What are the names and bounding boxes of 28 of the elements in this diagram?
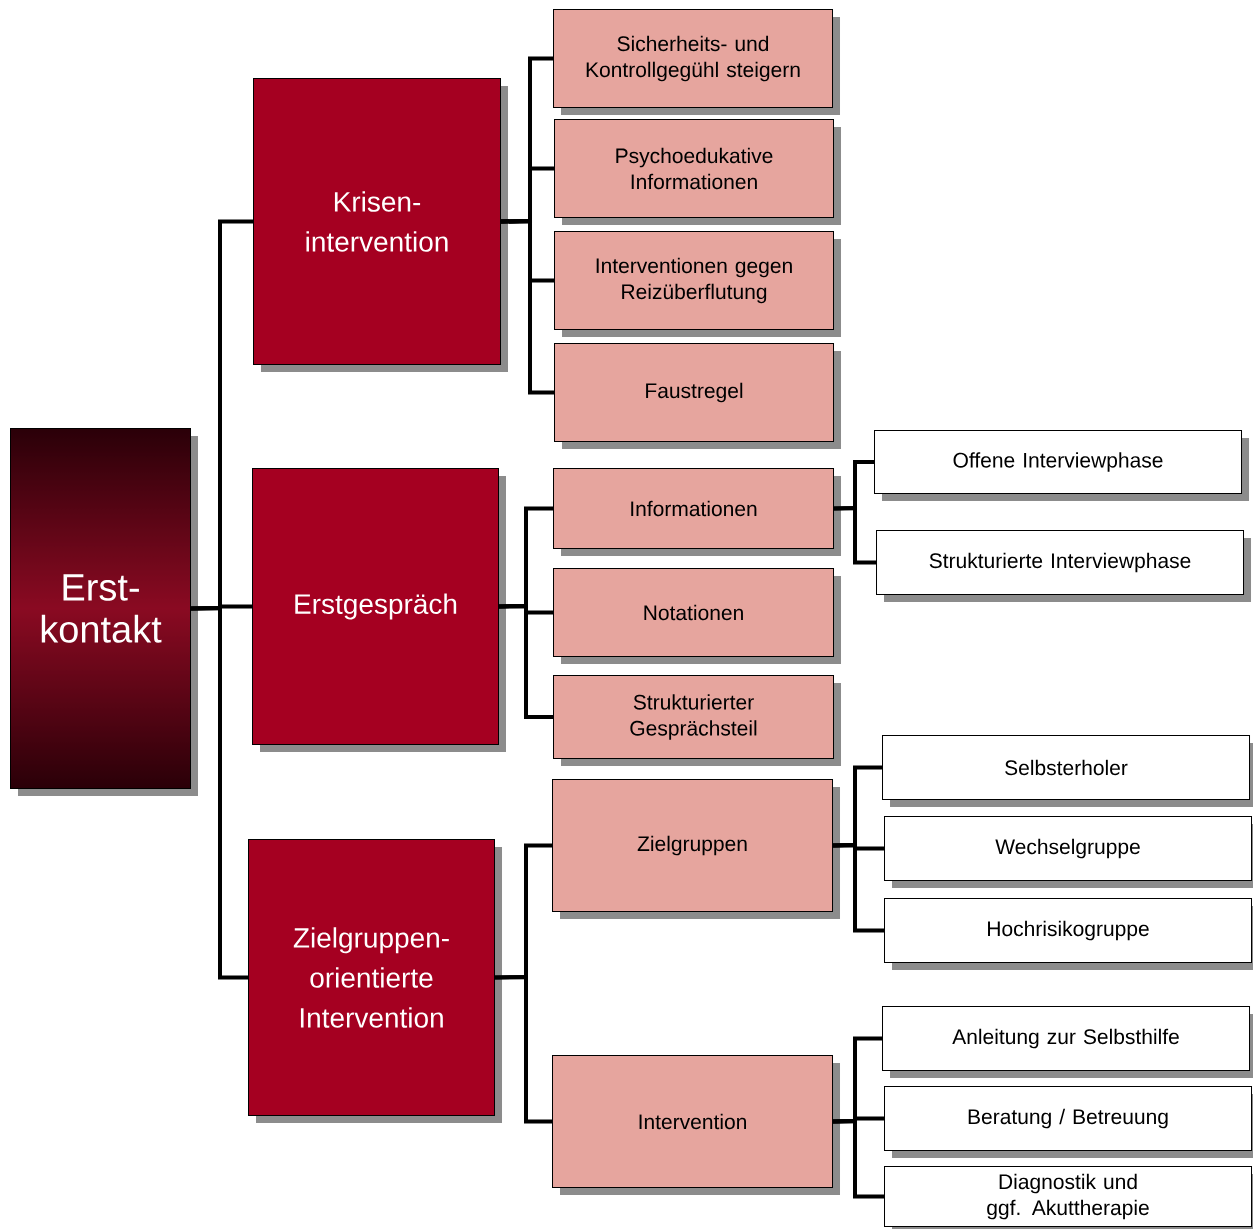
connector [190,605,248,980]
connector [833,505,876,565]
topic-box: Intervention [552,1055,840,1195]
detail-box: Strukturierte Interviewphase [876,530,1251,602]
connector [498,603,553,719]
category-box: Zielgruppen- orientierte Intervention [248,839,502,1123]
topic-box: Faustregel [554,343,841,449]
connector [832,842,884,933]
detail-box: Hochrisikogruppe [884,898,1253,970]
detail-box: Selbsterholer [882,735,1253,807]
connector [495,974,552,1124]
detail-box: Beratung / Betreuung [884,1086,1253,1158]
topic-box: Psychoedukative Informationen [554,119,841,225]
topic-box: Zielgruppen [552,779,840,919]
topic-box: Notationen [553,568,841,664]
connector [832,1118,884,1199]
detail-box: Wechselgruppe [884,816,1253,888]
category-box: Krisen- intervention [253,78,508,372]
detail-box: Anleitung zur Selbsthilfe [882,1006,1253,1078]
topic-box: Interventionen gegen Reizüberflutung [554,231,841,337]
category-box: Erstgespräch [252,468,506,752]
topic-box: Informationen [553,468,841,556]
topic-box: Strukturierter Gesprächsteil [553,675,841,766]
topic-box: Sicherheits- und Kontrollgegühl steigern [553,9,840,115]
root-box: Erst- kontakt [10,428,198,796]
connector [500,218,554,395]
detail-box: Offene Interviewphase [874,430,1249,501]
detail-box: Diagnostik und ggf. Akuttherapie [884,1166,1253,1229]
